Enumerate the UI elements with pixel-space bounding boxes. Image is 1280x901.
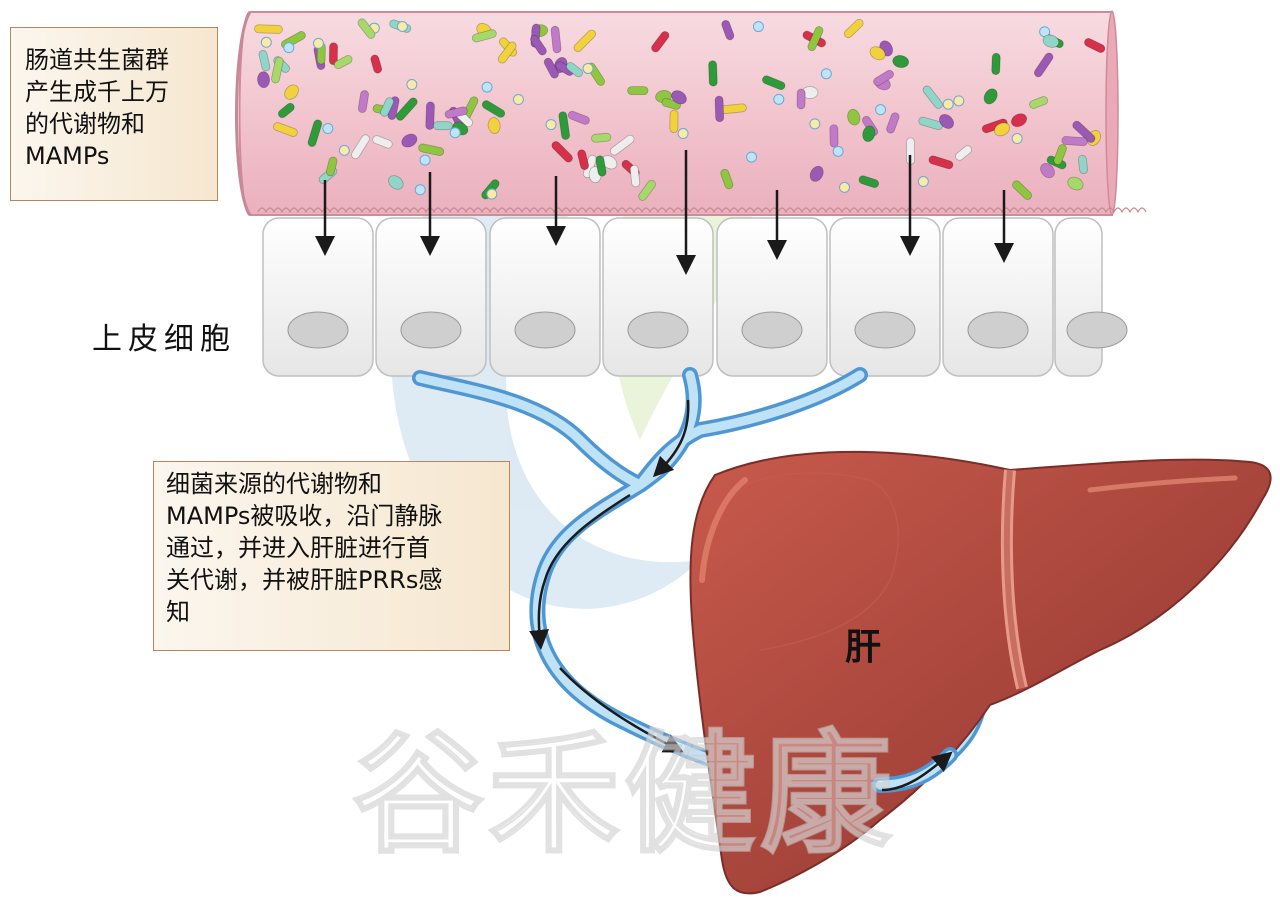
microbiota-callout: 肠道共生菌群 产生成千上万 的代谢物和 MAMPs [10, 27, 218, 201]
epithelium-label: 上皮细胞 [92, 314, 236, 358]
epithelial-cell [603, 218, 713, 376]
epithelial-cell [943, 218, 1053, 376]
epithelial-cell-row [263, 218, 1127, 376]
absorption-callout: 细菌来源的代谢物和 MAMPs被吸收，沿门静脉 通过，并进入肝脏进行首 关代谢，… [153, 461, 510, 651]
epithelial-cell [263, 218, 373, 376]
epithelial-cell [490, 218, 600, 376]
watermark-text: 谷禾健康 [352, 688, 896, 879]
epithelial-cell [830, 218, 940, 376]
liver-label: 肝 [845, 618, 881, 670]
epithelial-cell [1055, 218, 1127, 376]
epithelial-cell [717, 218, 827, 376]
